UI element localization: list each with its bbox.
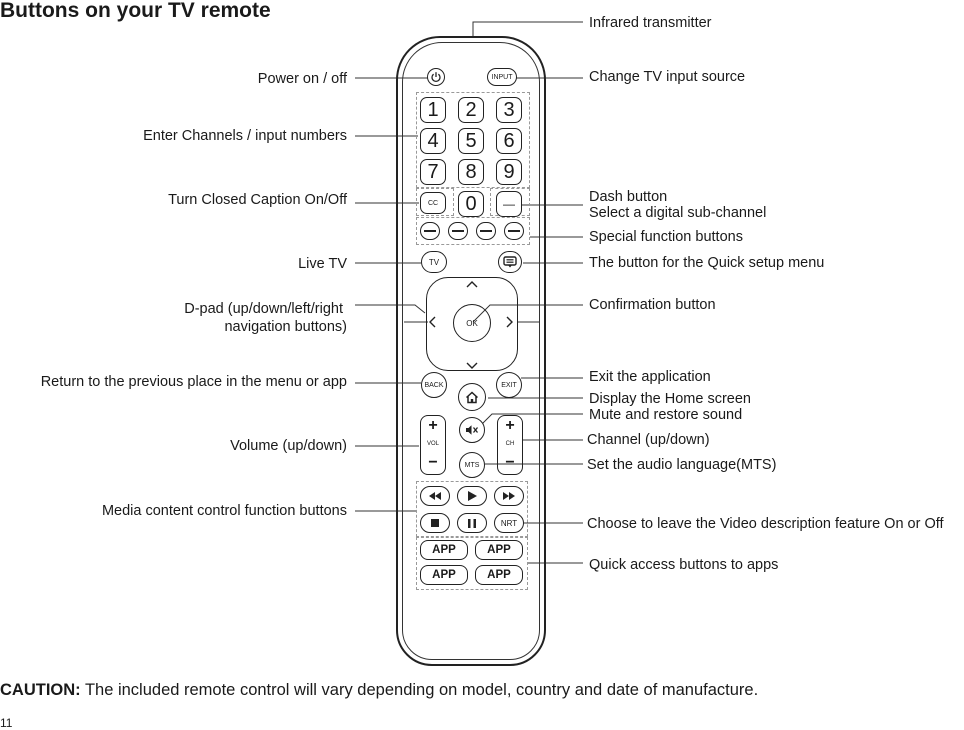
digit-6-button[interactable]: 6 <box>496 128 522 154</box>
dpad-up-button[interactable] <box>466 276 478 291</box>
volume-up-button[interactable]: + <box>428 417 438 434</box>
chevron-left-icon <box>429 316 436 328</box>
home-icon <box>465 390 479 403</box>
special-function-button-2[interactable] <box>448 222 468 240</box>
app-button-4[interactable]: APP <box>475 565 523 585</box>
digit-3-button[interactable]: 3 <box>496 97 522 123</box>
special-function-button-1[interactable] <box>420 222 440 240</box>
label-apps: Quick access buttons to apps <box>589 557 779 573</box>
caution-note: CAUTION: The included remote control wil… <box>0 681 758 700</box>
special-function-button-3[interactable] <box>476 222 496 240</box>
label-power: Power on / off <box>257 71 347 87</box>
dpad <box>426 277 518 371</box>
label-dpad-2: navigation buttons) <box>224 319 347 335</box>
label-special: Special function buttons <box>589 229 743 245</box>
channel-up-button[interactable]: + <box>505 417 515 434</box>
label-nrt: Choose to leave the Video description fe… <box>587 516 944 532</box>
label-infrared: Infrared transmitter <box>589 15 712 31</box>
play-button[interactable] <box>457 486 487 506</box>
label-volume: Volume (up/down) <box>230 438 347 454</box>
label-dash-1: Dash button <box>589 189 668 205</box>
ok-button[interactable]: OK <box>453 304 491 342</box>
page-number: 11 <box>0 716 13 730</box>
chevron-right-icon <box>506 316 513 328</box>
chevron-up-icon <box>466 281 478 288</box>
dpad-right-button[interactable] <box>506 316 514 331</box>
rewind-icon <box>429 492 441 500</box>
cc-button[interactable]: CC <box>420 192 446 214</box>
digit-4-button[interactable]: 4 <box>420 128 446 154</box>
stop-button[interactable] <box>420 513 450 533</box>
digit-8-button[interactable]: 8 <box>458 159 484 185</box>
label-input: Change TV input source <box>589 69 746 85</box>
power-button[interactable] <box>427 68 445 86</box>
digit-2-button[interactable]: 2 <box>458 97 484 123</box>
live-tv-button[interactable]: TV <box>421 251 447 273</box>
power-icon <box>431 72 441 83</box>
volume-down-button[interactable]: − <box>428 454 438 471</box>
app-button-1[interactable]: APP <box>420 540 468 560</box>
label-media: Media content control function buttons <box>101 503 347 519</box>
label-confirm: Confirmation button <box>589 297 716 313</box>
mute-button[interactable] <box>459 417 485 443</box>
caution-text: The included remote control will vary de… <box>80 681 759 699</box>
label-dpad-1: D-pad (up/down/left/right <box>184 301 343 317</box>
label-channel: Channel (up/down) <box>587 432 710 448</box>
channel-rocker[interactable]: + CH − <box>497 415 523 475</box>
menu-icon <box>503 256 517 268</box>
remote-body <box>396 36 546 666</box>
dpad-left-button[interactable] <box>428 316 436 331</box>
dash-button[interactable]: — <box>496 191 522 217</box>
exit-button[interactable]: EXIT <box>496 372 522 398</box>
channel-down-button[interactable]: − <box>505 454 515 471</box>
label-quick-setup: The button for the Quick setup menu <box>589 255 825 271</box>
label-cc: Turn Closed Caption On/Off <box>168 192 347 208</box>
fast-forward-icon <box>503 492 515 500</box>
pause-button[interactable] <box>457 513 487 533</box>
home-button[interactable] <box>458 383 486 411</box>
number-pad-group <box>416 92 530 188</box>
special-function-button-4[interactable] <box>504 222 524 240</box>
pause-icon <box>468 518 476 528</box>
label-home: Display the Home screen <box>589 391 751 407</box>
media-group <box>416 481 528 537</box>
back-button[interactable]: BACK <box>421 372 447 398</box>
cc-group <box>416 188 454 216</box>
input-button[interactable]: INPUT <box>487 68 517 86</box>
channel-label: CH <box>505 441 515 447</box>
label-exit: Exit the application <box>589 369 711 385</box>
special-group <box>416 217 530 245</box>
digit-1-button[interactable]: 1 <box>420 97 446 123</box>
play-icon <box>467 491 477 501</box>
label-mts: Set the audio language(MTS) <box>587 457 777 473</box>
label-numbers: Enter Channels / input numbers <box>143 128 347 144</box>
rewind-button[interactable] <box>420 486 450 506</box>
stop-icon <box>431 519 439 527</box>
mts-button[interactable]: MTS <box>459 452 485 478</box>
digit-0-button[interactable]: 0 <box>458 191 484 217</box>
fast-forward-button[interactable] <box>494 486 524 506</box>
mute-icon <box>466 425 479 435</box>
app-button-2[interactable]: APP <box>475 540 523 560</box>
page-title: Buttons on your TV remote <box>0 0 271 22</box>
label-dash-2: Select a digital sub-channel <box>589 205 767 221</box>
remote-body-inner <box>402 42 540 660</box>
nrt-button[interactable]: NRT <box>494 513 524 533</box>
volume-rocker[interactable]: + VOL − <box>420 415 446 475</box>
app-group <box>416 537 528 590</box>
label-back: Return to the previous place in the menu… <box>40 374 347 390</box>
quick-setup-button[interactable] <box>498 251 522 273</box>
chevron-down-icon <box>466 362 478 369</box>
digit-5-button[interactable]: 5 <box>458 128 484 154</box>
digit-7-button[interactable]: 7 <box>420 159 446 185</box>
volume-label: VOL <box>426 441 439 447</box>
dpad-down-button[interactable] <box>466 358 478 373</box>
digit-9-button[interactable]: 9 <box>496 159 522 185</box>
label-mute: Mute and restore sound <box>589 407 743 423</box>
label-live-tv: Live TV <box>298 256 347 272</box>
app-button-3[interactable]: APP <box>420 565 468 585</box>
caution-label: CAUTION: <box>0 681 81 699</box>
